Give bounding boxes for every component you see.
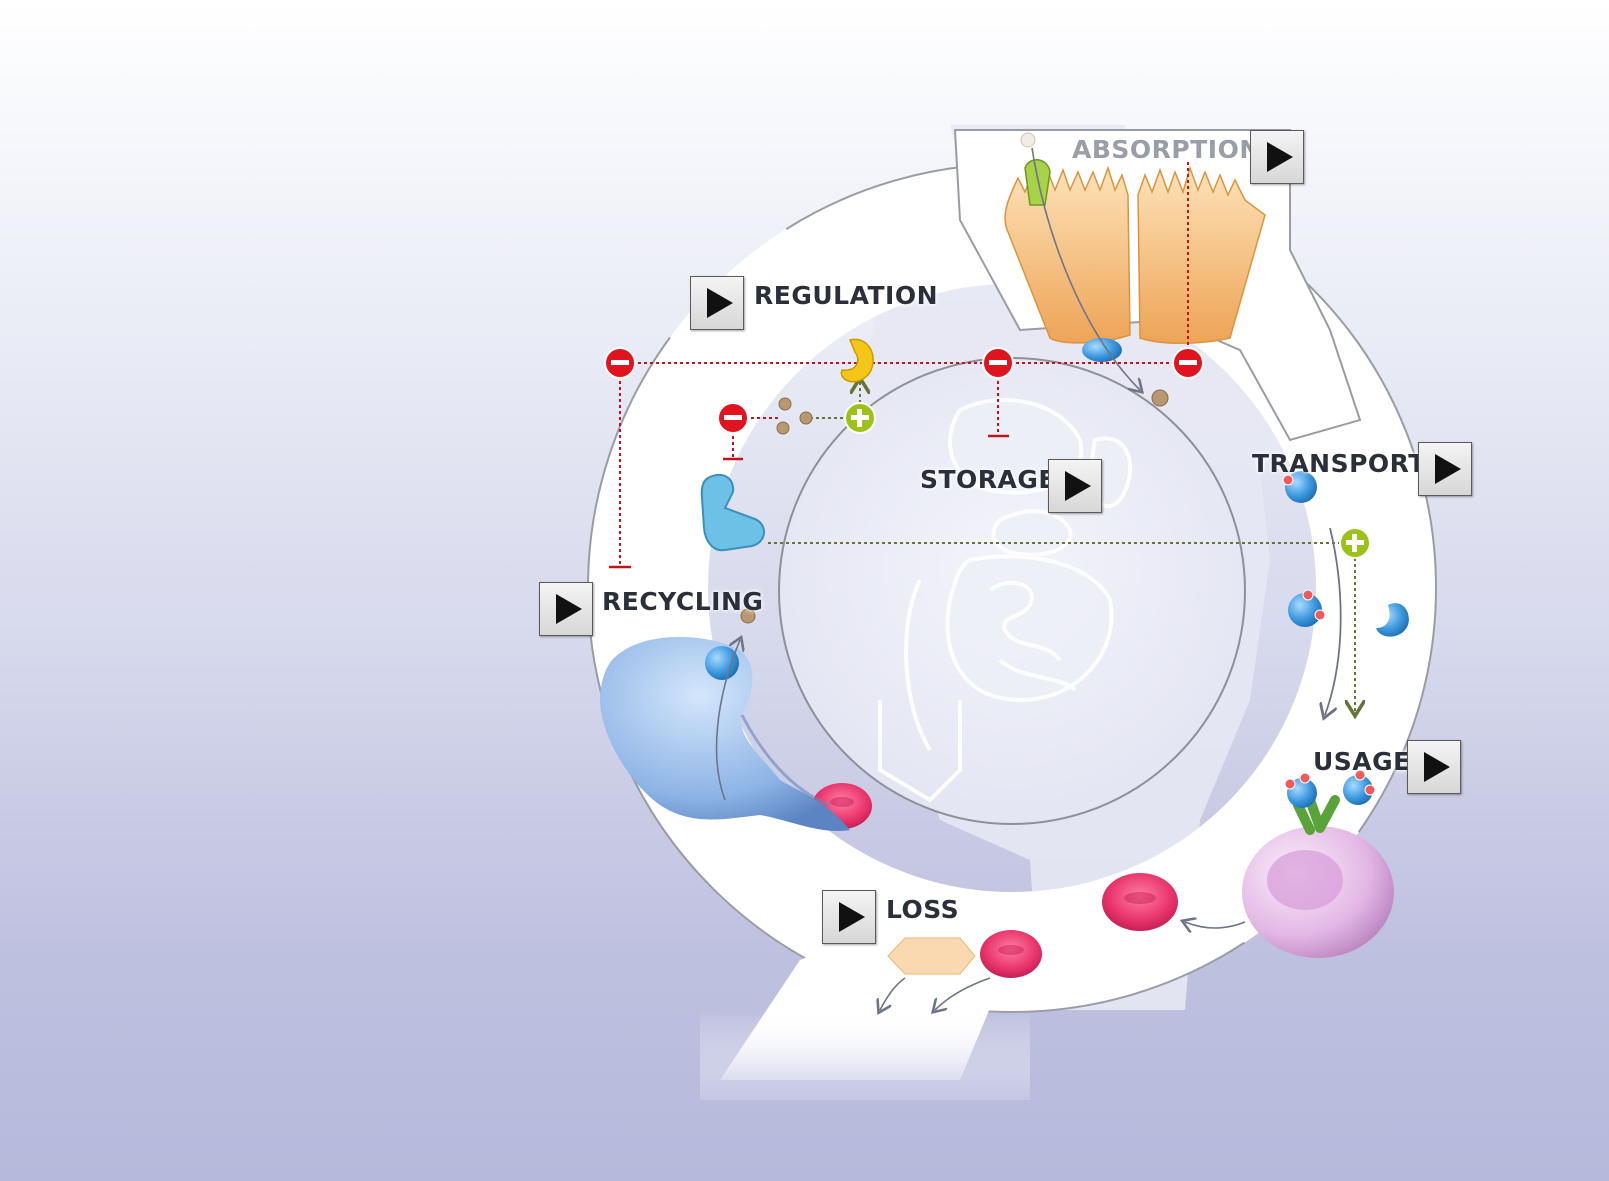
precursor-nucleus	[1267, 850, 1343, 910]
dmt1-transporter	[1024, 159, 1051, 206]
shed-enterocyte	[887, 937, 976, 975]
enterocyte-right	[1137, 165, 1266, 344]
bound-transferrin-1	[1284, 772, 1317, 808]
stage-label-regulation: REGULATION	[754, 281, 939, 310]
stage-label-transport: TRANSPORT	[1252, 449, 1426, 478]
play-icon	[1424, 752, 1450, 782]
red-blood-cell-usage	[1102, 873, 1178, 931]
play-icon	[1435, 454, 1461, 484]
loss-arrow-1	[880, 977, 906, 1010]
play-button-absorption[interactable]	[1250, 130, 1304, 184]
transferrin-transport-1	[1282, 471, 1317, 503]
play-button-transport[interactable]	[1418, 442, 1472, 496]
inhibit-marker-right	[1172, 347, 1204, 379]
play-icon	[1267, 142, 1293, 172]
inhibit-marker-center	[982, 347, 1014, 379]
red-blood-cell-loss	[980, 930, 1042, 978]
play-button-regulation[interactable]	[690, 276, 744, 330]
stage-label-absorption: ABSORPTION	[1072, 135, 1261, 164]
transport-path-arrow	[1325, 527, 1342, 715]
transferrin-receptor	[1293, 795, 1340, 835]
play-button-usage[interactable]	[1407, 740, 1461, 794]
receptor-protein	[700, 473, 765, 552]
play-icon	[839, 902, 865, 932]
inhibition-bars	[609, 434, 1009, 569]
iron-particle-recycled	[740, 608, 756, 624]
stage-label-usage: USAGE	[1313, 747, 1411, 776]
inhibit-marker-small	[717, 402, 749, 434]
play-icon	[556, 594, 582, 624]
loss-arrow-2	[935, 977, 991, 1010]
iron-particle-absorbed	[1151, 389, 1169, 407]
play-button-loss[interactable]	[822, 890, 876, 944]
activate-marker-regulation	[844, 402, 876, 434]
bound-transferrin-2	[1343, 769, 1376, 805]
macrophage-cell	[600, 636, 850, 832]
recycling-arrow	[715, 640, 740, 801]
iron-particles-regulation	[776, 397, 813, 435]
apotransferrin	[1376, 603, 1409, 637]
hormone-molecule	[840, 338, 874, 383]
stage-label-loss: LOSS	[886, 895, 960, 924]
macrophage-vesicle	[705, 646, 739, 680]
stage-label-storage: STORAGE	[920, 465, 1057, 494]
phagocytosed-rbc-track	[740, 714, 831, 807]
transferrin-transport-2	[1288, 589, 1326, 627]
absorption-path-arrow	[1031, 147, 1140, 390]
usage-to-rbc-arrow	[1185, 922, 1246, 928]
stage-label-recycling: RECYCLING	[602, 587, 764, 616]
play-icon	[1065, 471, 1091, 501]
play-button-storage[interactable]	[1048, 459, 1102, 513]
activate-marker-transport	[1339, 527, 1371, 559]
play-icon	[707, 288, 733, 318]
inhibit-marker-left	[604, 347, 636, 379]
play-button-recycling[interactable]	[539, 582, 593, 636]
iron-particle-lumen	[1020, 132, 1036, 148]
